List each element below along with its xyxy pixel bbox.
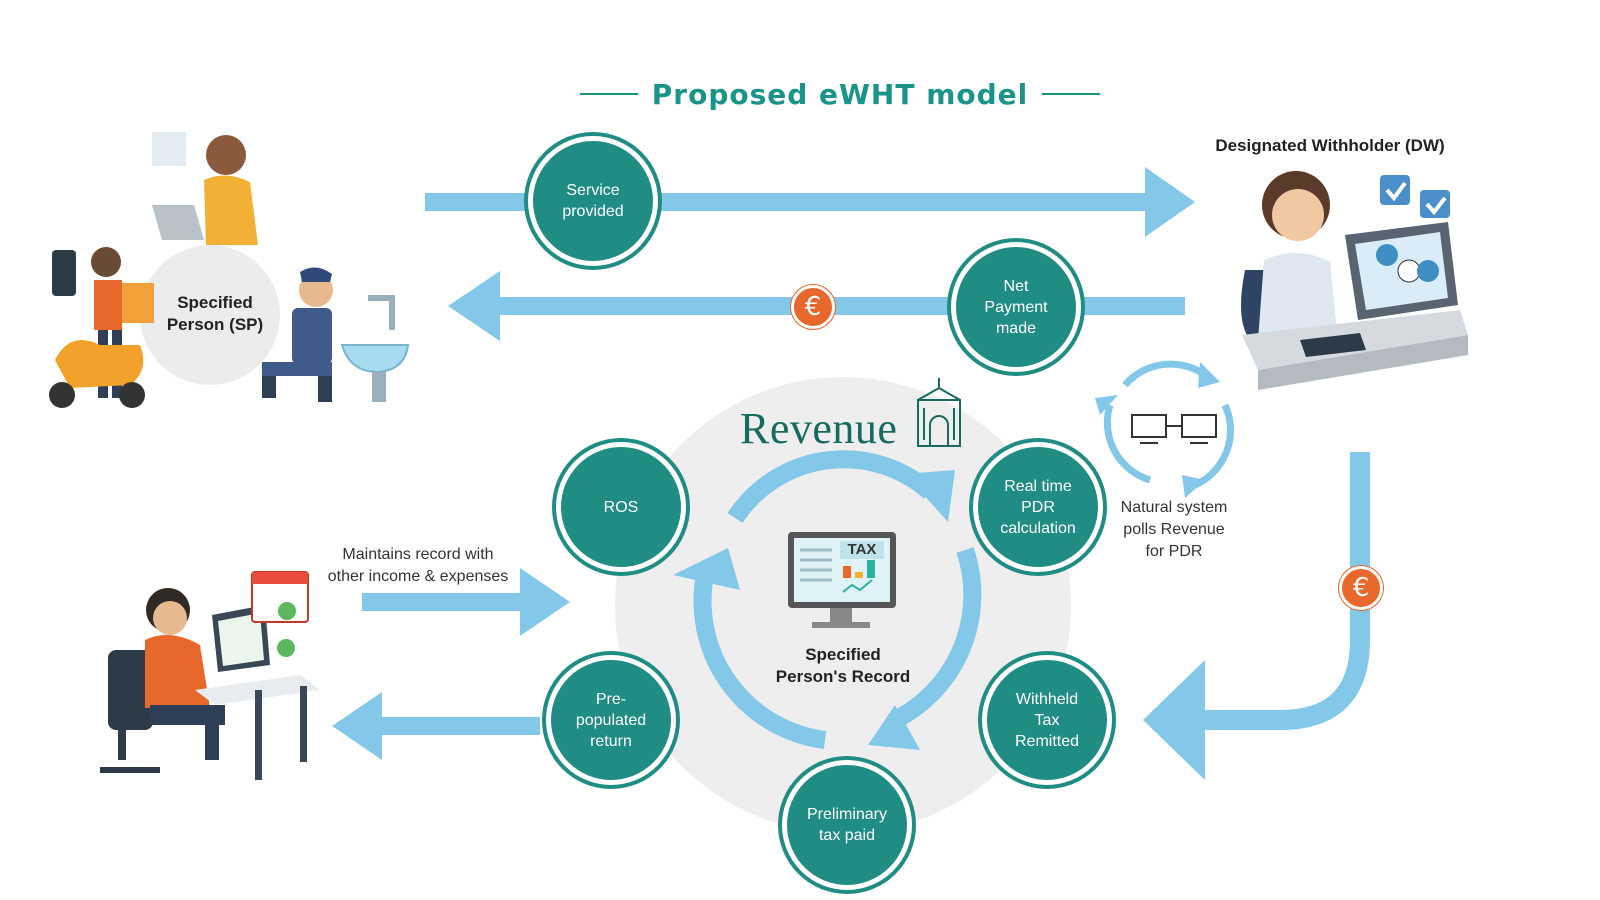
arrow-record-to-revenue xyxy=(362,568,570,636)
label-natural-system: Natural system polls Revenue for PDR xyxy=(1120,499,1228,560)
sp-at-desk-illustration xyxy=(100,571,320,780)
node-prepopulated-return: Pre- populated return xyxy=(546,655,676,785)
euro-badge-withheld: € xyxy=(1339,566,1383,610)
arrow-return-to-sp xyxy=(332,692,540,760)
cycle-arrowhead xyxy=(673,548,740,590)
node-net-payment: Net Payment made xyxy=(951,242,1081,372)
node-ros: ROS xyxy=(556,442,686,572)
arrow-dw-to-withheld-tax xyxy=(1143,452,1370,780)
node-real-time-pdr: Real time PDR calculation xyxy=(973,442,1103,572)
node-preliminary-tax: Preliminary tax paid xyxy=(782,760,912,890)
record-cycle-arrows xyxy=(693,450,982,749)
label-specified-person: Specified Person (SP) xyxy=(166,293,264,334)
title-rule-left xyxy=(580,93,638,95)
sp-background-disc xyxy=(140,245,280,385)
tax-monitor-icon xyxy=(788,532,896,628)
revenue-wordmark: Revenue xyxy=(740,404,898,453)
sync-arrowhead xyxy=(1095,395,1118,415)
label-designated-withholder: Designated Withholder (DW) xyxy=(1215,136,1445,155)
system-sync-computers-icon xyxy=(1131,414,1217,444)
title-rule-right xyxy=(1042,93,1100,95)
node-service-provided: Service provided xyxy=(528,136,658,266)
label-maintains-record: Maintains record with other income & exp… xyxy=(327,546,509,585)
specified-person-group-illustration xyxy=(49,132,410,408)
sync-arrowhead xyxy=(1198,362,1220,388)
euro-badge-payment: € xyxy=(791,285,835,329)
designated-withholder-illustration xyxy=(1241,171,1468,390)
tax-badge-label: TAX xyxy=(847,541,877,558)
diagram-title: Proposed eWHT model xyxy=(580,72,1100,116)
node-withheld-tax: Withheld Tax Remitted xyxy=(982,655,1112,785)
cycle-arrowhead xyxy=(868,705,920,750)
sync-arrowhead xyxy=(1182,475,1205,498)
sync-cycle-arrows xyxy=(1103,360,1235,489)
cycle-arrowhead xyxy=(905,470,955,522)
title-text: Proposed eWHT model xyxy=(651,77,1029,111)
revenue-logo-building-icon xyxy=(917,378,961,447)
label-sp-record: Specified Person's Record xyxy=(775,645,911,686)
